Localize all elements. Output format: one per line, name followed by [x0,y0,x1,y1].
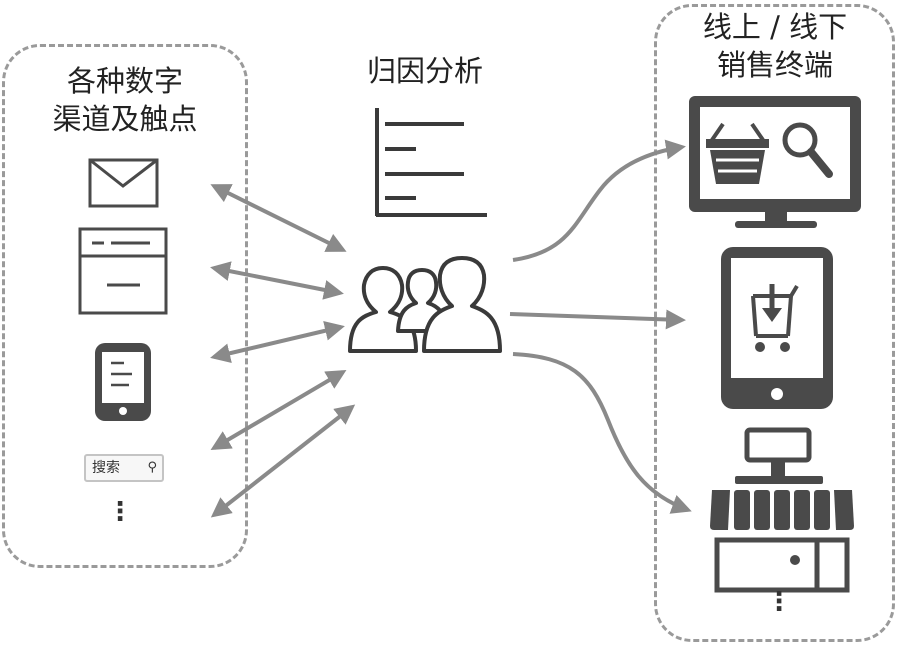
store-front-icon [710,427,854,593]
channels-title: 各种数字 渠道及触点 [20,62,230,138]
terminals-title: 线上 / 线下 销售终端 [664,8,886,84]
attribution-title: 归因分析 [366,54,483,88]
channels-title-line2: 渠道及触点 [52,102,198,136]
webpage-arrow [210,261,344,300]
mobile-phone-icon [95,343,151,421]
bar-list-icon [375,108,487,217]
users-group-icon [348,256,502,353]
search-box-icon: 搜索 ⚲ [84,454,164,482]
channels-panel [2,44,248,568]
tablet-cart-icon [721,247,833,409]
desktop-shop-icon [689,96,861,228]
more-channels-arrow [210,404,356,518]
search-label: 搜索 [92,460,120,476]
terminal-arrows [509,139,692,514]
channels-title-line1: 各种数字 [66,64,183,98]
email-icon [88,158,159,208]
terminals-title-line1: 线上 / 线下 [702,10,848,44]
to-store-arrow [512,352,692,514]
mobile-arrow [210,320,345,364]
to-desktop-arrow [512,139,686,262]
more-terminals-ellipsis: ⋮ [766,587,792,617]
more-channels-ellipsis: ⋮ [107,497,133,527]
email-arrow [210,184,347,252]
to-tablet-arrow [509,309,686,330]
channel-arrows [210,184,356,518]
search-icon: ⚲ [147,460,157,475]
terminals-title-line2: 销售终端 [716,48,833,82]
webpage-icon [78,227,168,315]
search-arrow [210,369,347,451]
terminals-panel [654,4,895,642]
